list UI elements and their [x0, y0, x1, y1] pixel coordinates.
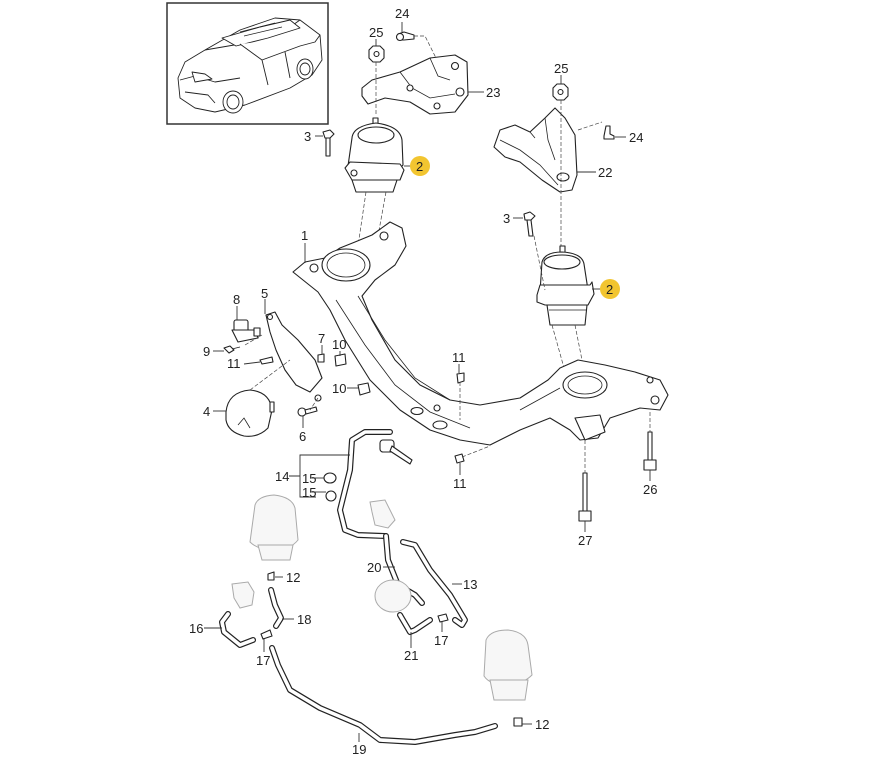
valve-ghost	[369, 499, 396, 529]
vehicle-suv-thumbnail-icon	[177, 17, 323, 114]
callout-badge-2[interactable]	[410, 156, 430, 176]
callout-21[interactable]: 21	[404, 648, 418, 663]
callout-9[interactable]: 9	[203, 344, 210, 359]
callout-16[interactable]: 16	[189, 621, 203, 636]
callout-2[interactable]: 2	[606, 282, 613, 297]
part-10-clip[interactable]	[357, 382, 371, 396]
callout-8[interactable]: 8	[233, 292, 240, 307]
callout-14[interactable]: 14	[275, 469, 289, 484]
part-17-connector[interactable]	[437, 613, 449, 623]
part-11-bolt[interactable]	[454, 453, 465, 464]
part-1-subframe[interactable]	[292, 221, 669, 446]
brake-booster-ghost	[374, 579, 412, 613]
part-24-bolt[interactable]	[603, 125, 615, 140]
callout-15[interactable]: 15	[302, 485, 316, 500]
part-2-engine-mount-right[interactable]	[536, 245, 595, 326]
valve-ghost	[231, 581, 255, 609]
part-7-screw[interactable]	[317, 353, 325, 363]
leader-lines	[204, 22, 651, 742]
part-27-bolt[interactable]	[578, 472, 592, 522]
callout-23[interactable]: 23	[486, 85, 500, 100]
part-22-mount-bracket[interactable]	[493, 107, 578, 193]
callout-15[interactable]: 15	[302, 471, 316, 486]
callout-26[interactable]: 26	[643, 482, 657, 497]
callout-11[interactable]: 11	[227, 356, 241, 371]
callout-19[interactable]: 19	[352, 742, 366, 757]
callout-7[interactable]: 7	[318, 331, 325, 346]
part-10-clip[interactable]	[334, 353, 347, 367]
callout-22[interactable]: 22	[598, 165, 612, 180]
part-19-vacuum-hose[interactable]	[269, 645, 498, 745]
part-12-connector[interactable]	[513, 717, 523, 727]
part-11-bolt[interactable]	[259, 356, 274, 365]
callout-27[interactable]: 27	[578, 533, 592, 548]
part-15-clip[interactable]	[323, 472, 337, 484]
part-16-vacuum-hose[interactable]	[219, 611, 256, 648]
part-23-mount-bracket[interactable]	[361, 54, 469, 115]
callout-17[interactable]: 17	[256, 653, 270, 668]
callout-3[interactable]: 3	[503, 211, 510, 226]
part-24-bolt[interactable]	[395, 31, 415, 42]
callout-2[interactable]: 2	[416, 159, 423, 174]
callout-12[interactable]: 12	[535, 717, 549, 732]
callout-24[interactable]: 24	[629, 130, 643, 145]
part-5-bracket[interactable]	[265, 311, 323, 402]
callout-badge-2[interactable]	[600, 279, 620, 299]
callout-25[interactable]: 25	[369, 25, 383, 40]
callout-5[interactable]: 5	[261, 286, 268, 301]
callout-1[interactable]: 1	[301, 228, 308, 243]
callout-25[interactable]: 25	[554, 61, 568, 76]
callout-12[interactable]: 12	[286, 570, 300, 585]
part-15-clip[interactable]	[325, 490, 337, 502]
callout-11[interactable]: 11	[453, 476, 467, 491]
engine-mount-ghost	[249, 494, 299, 561]
callout-labels: 1 2 2 3 3 4 5 6 7 8 9 10 10 11 11 11 12 …	[189, 6, 657, 757]
part-11-bolt[interactable]	[456, 372, 465, 384]
part-3-bolt[interactable]	[322, 129, 335, 157]
part-6-bolt[interactable]	[297, 406, 318, 417]
part-4-vacuum-reservoir[interactable]	[225, 389, 275, 437]
part-26-bolt[interactable]	[643, 431, 657, 471]
engine-mount-ghost	[483, 629, 533, 701]
callout-20[interactable]: 20	[367, 560, 381, 575]
part-17-connector[interactable]	[260, 629, 273, 640]
part-8-solenoid-valve[interactable]	[231, 319, 261, 343]
part-13-vacuum-hose[interactable]	[400, 539, 468, 628]
callout-10[interactable]: 10	[332, 381, 346, 396]
part-25-nut[interactable]	[552, 83, 569, 101]
callout-13[interactable]: 13	[463, 577, 477, 592]
callout-24[interactable]: 24	[395, 6, 409, 21]
callout-10[interactable]: 10	[332, 337, 346, 352]
part-21-vacuum-hose[interactable]	[397, 612, 433, 635]
part-2-engine-mount-left[interactable]	[344, 117, 405, 193]
callout-17[interactable]: 17	[434, 633, 448, 648]
part-25-nut[interactable]	[368, 45, 385, 63]
callout-11[interactable]: 11	[452, 350, 466, 365]
callout-4[interactable]: 4	[203, 404, 210, 419]
callout-18[interactable]: 18	[297, 612, 311, 627]
callout-6[interactable]: 6	[299, 429, 306, 444]
part-3-bolt[interactable]	[523, 211, 536, 237]
part-12-connector[interactable]	[267, 571, 275, 581]
vehicle-thumbnail[interactable]	[166, 2, 329, 125]
part-9-screw[interactable]	[223, 345, 241, 354]
part-14-vacuum-hose[interactable]	[337, 429, 413, 539]
callout-3[interactable]: 3	[304, 129, 311, 144]
part-18-vacuum-hose[interactable]	[268, 587, 284, 629]
